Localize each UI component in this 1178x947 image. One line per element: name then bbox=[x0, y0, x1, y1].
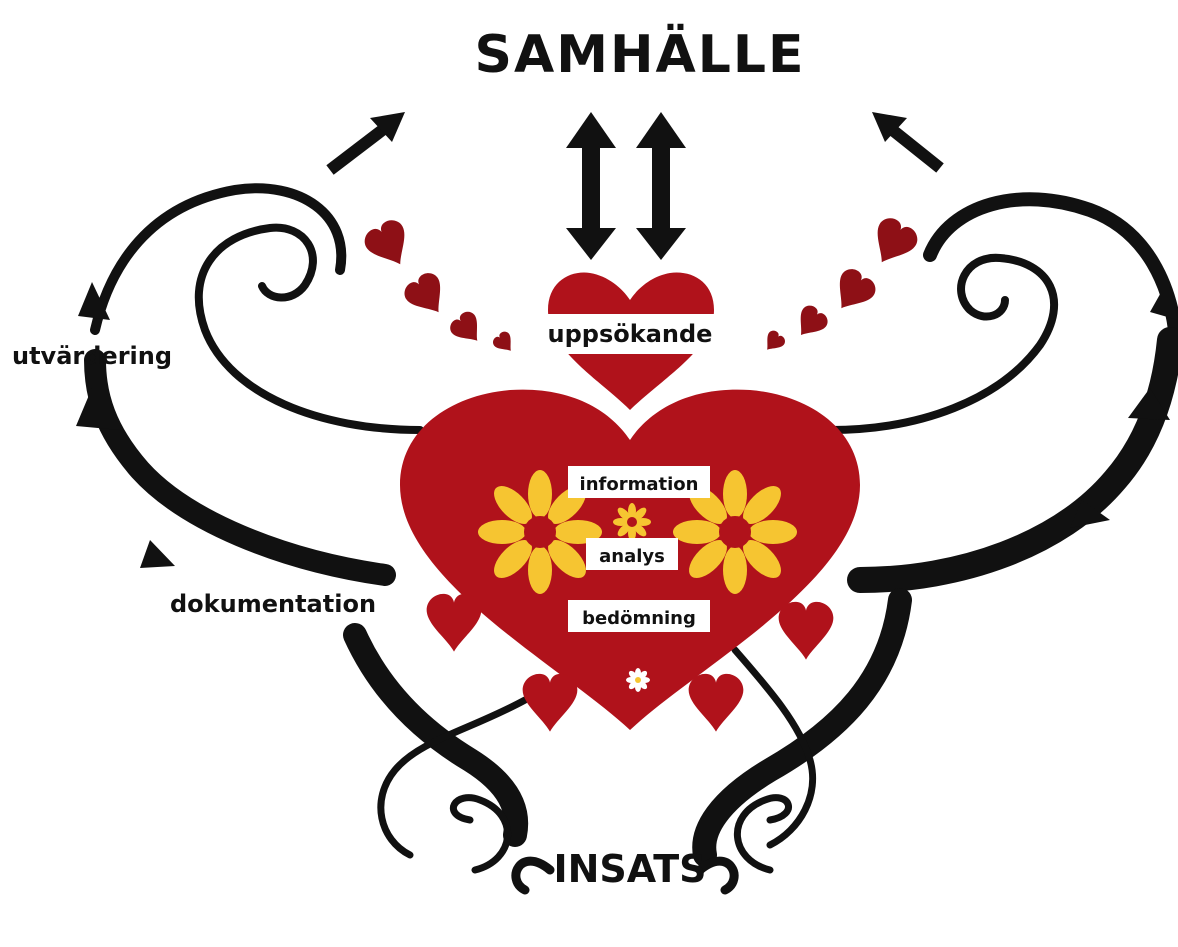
insats-label: INSATS bbox=[553, 847, 706, 891]
samhalle-title: SAMHÄLLE bbox=[475, 24, 806, 85]
left-heart-trail bbox=[360, 216, 518, 357]
tiny-white-flower bbox=[626, 668, 650, 692]
analys-label: analys bbox=[599, 546, 665, 567]
small-center-flower bbox=[613, 503, 651, 541]
vertical-double-arrow-right bbox=[636, 112, 686, 260]
diagonal-arrow-left bbox=[330, 112, 405, 170]
bedomning-label: bedömning bbox=[582, 608, 696, 629]
vertical-double-arrow-left bbox=[566, 112, 616, 260]
information-label: information bbox=[580, 474, 699, 495]
utvardering-label: utvärdering bbox=[12, 342, 172, 370]
diagonal-arrow-right bbox=[872, 112, 940, 168]
right-heart-trail bbox=[760, 214, 922, 356]
dokumentation-label: dokumentation bbox=[170, 590, 376, 618]
uppsokande-label: uppsökande bbox=[548, 320, 713, 348]
